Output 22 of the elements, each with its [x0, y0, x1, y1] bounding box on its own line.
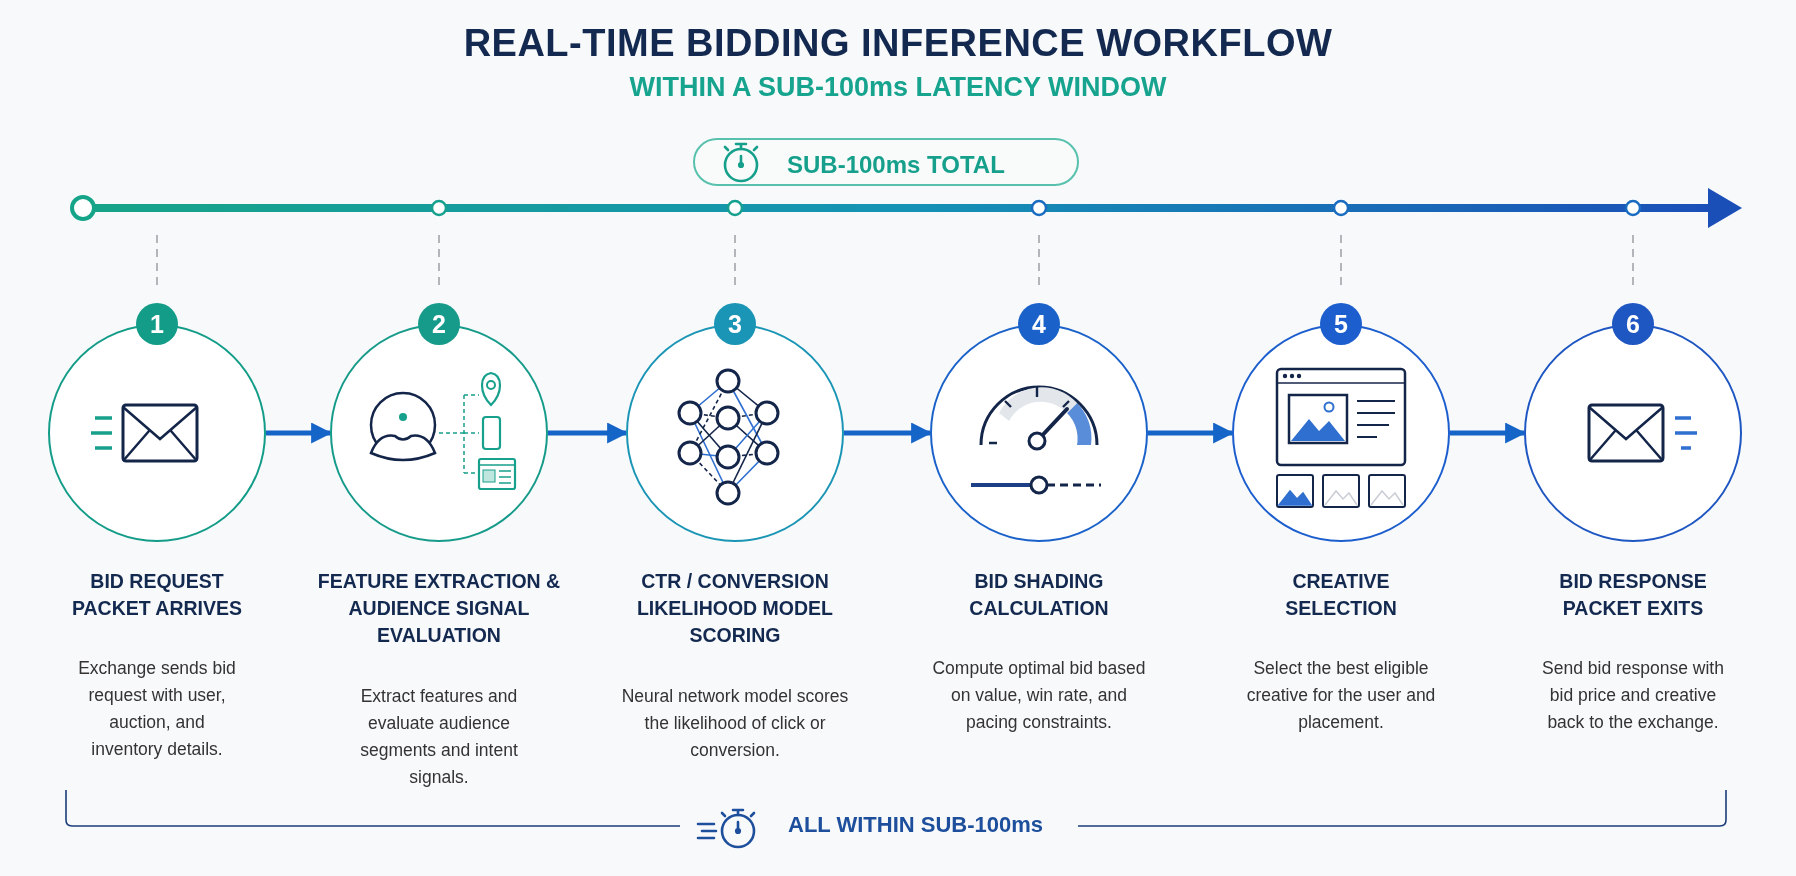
- step-number: 5: [1320, 303, 1362, 345]
- step-description: Neural network model scores the likelihood of click or conversion.: [620, 685, 850, 762]
- step-number: 2: [418, 303, 460, 345]
- step-title: BID SHADING CALCULATION: [968, 569, 1110, 621]
- step-number: 4: [1018, 303, 1060, 345]
- badge-text: SUB-100ms TOTAL: [787, 151, 1005, 179]
- step-description: Exchange sends bid request with user, auction, and inventory details.: [77, 657, 237, 761]
- step-description: Send bid response with bid price and creative back to the exchange.: [1541, 657, 1725, 734]
- step-description: Select the best eligible creative for the user and placement.: [1245, 657, 1437, 734]
- step-title: BID RESPONSE PACKET EXITS: [1558, 569, 1708, 621]
- subtitle: WITHIN A SUB-100ms LATENCY WINDOW: [628, 72, 1168, 103]
- step-title: FEATURE EXTRACTION & AUDIENCE SIGNAL EVALUATION: [316, 569, 562, 648]
- step-description: Extract features and evaluate audience segments and intent signals.: [359, 685, 519, 789]
- step-number: 1: [136, 303, 178, 345]
- step-title: CTR / CONVERSION LIKELIHOOD MODEL SCORING: [635, 569, 835, 648]
- step-title: CREATIVE SELECTION: [1284, 569, 1398, 621]
- step-number: 6: [1612, 303, 1654, 345]
- step-number: 3: [714, 303, 756, 345]
- step-title: BID REQUEST PACKET ARRIVES: [70, 569, 244, 621]
- total-time-label: ALL WITHIN SUB-100ms: [788, 812, 1044, 838]
- title: REAL-TIME BIDDING INFERENCE WORKFLOW: [462, 22, 1334, 65]
- step-description: Compute optimal bid based on value, win rate, and pacing constraints.: [931, 657, 1147, 734]
